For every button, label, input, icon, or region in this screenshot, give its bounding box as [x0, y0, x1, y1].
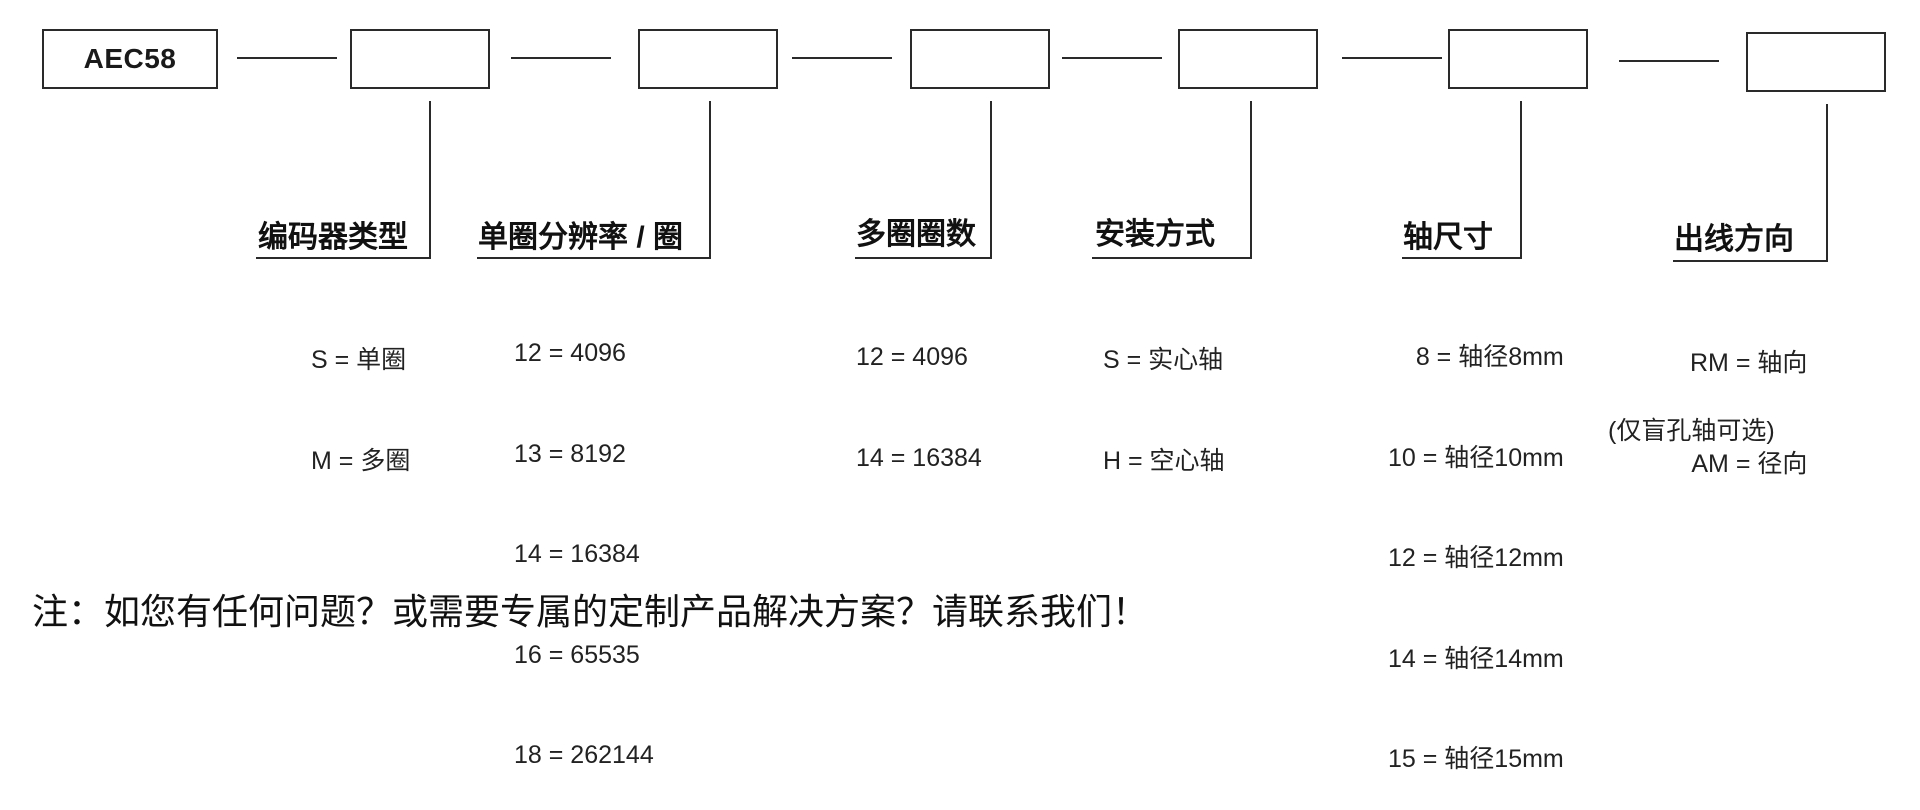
label-underline: [1402, 257, 1522, 259]
options-singleturn-resolution: 12 = 4096 13 = 8192 14 = 16384 16 = 6553…: [514, 270, 654, 806]
option-item: 16 = 65535: [514, 640, 640, 669]
option-item: 15 = 轴径15mm: [1388, 745, 1564, 773]
leader-line: [1520, 101, 1522, 259]
option-item: S = 实心轴: [1103, 346, 1224, 374]
leader-line: [990, 101, 992, 259]
code-slot-singleturn-resolution: [638, 29, 778, 89]
option-item: 8 = 轴径8mm: [1415, 343, 1564, 371]
footer-note: 注：如您有任何问题？或需要专属的定制产品解决方案？请联系我们！: [32, 592, 1149, 633]
connector-line: [511, 57, 611, 59]
options-mounting: S = 实心轴 H = 空心轴: [1103, 277, 1225, 512]
field-label-encoder-type: 编码器类型: [258, 221, 408, 254]
model-prefix-box: AEC58: [42, 29, 218, 89]
option-item: H = 空心轴: [1103, 446, 1225, 475]
code-slot-mounting: [1178, 29, 1318, 89]
model-prefix-text: AEC58: [83, 43, 177, 74]
connector-line: [1342, 57, 1442, 59]
label-underline: [477, 257, 711, 259]
code-slot-shaft-size: [1448, 29, 1588, 89]
label-underline: [256, 257, 431, 259]
option-item: RM = 轴向: [1690, 349, 1808, 377]
shaft-option-note: (仅盲孔轴可选): [1608, 417, 1775, 445]
field-label-multiturn-count: 多圈圈数: [856, 218, 976, 251]
options-encoder-type: S = 单圈 M = 多圈: [311, 277, 410, 512]
option-item: 14 = 16384: [856, 443, 982, 472]
options-multiturn-count: 12 = 4096 14 = 16384: [856, 274, 982, 509]
option-item: 12 = 4096: [856, 343, 968, 371]
connector-line: [792, 57, 892, 59]
field-label-cable-direction: 出线方向: [1674, 223, 1794, 256]
code-slot-encoder-type: [350, 29, 490, 89]
option-item: M = 多圈: [311, 446, 411, 475]
option-item: 12 = 轴径12mm: [1388, 544, 1564, 572]
label-underline: [1673, 260, 1828, 262]
connector-line: [237, 57, 337, 59]
label-underline: [1092, 257, 1252, 259]
field-label-shaft-size: 轴尺寸: [1403, 221, 1493, 254]
leader-line: [1250, 101, 1252, 259]
code-slot-cable-direction: [1746, 32, 1886, 92]
options-cable-direction: RM = 轴向 AM = 径向: [1690, 280, 1807, 515]
options-shaft-size: 8 = 轴径8mm 10 = 轴径10mm 12 = 轴径12mm 14 = 轴…: [1388, 274, 1564, 810]
label-underline: [855, 257, 992, 259]
connector-line: [1062, 57, 1162, 59]
option-item: 12 = 4096: [514, 339, 626, 367]
connector-line: [1619, 60, 1719, 62]
code-slot-multiturn-count: [910, 29, 1050, 89]
option-item: 18 = 262144: [514, 741, 654, 769]
option-item: 14 = 轴径14mm: [1388, 644, 1564, 673]
option-item: S = 单圈: [311, 346, 407, 374]
option-item: AM = 径向: [1691, 449, 1808, 478]
leader-line: [429, 101, 431, 259]
leader-line: [1826, 104, 1828, 262]
option-item: 14 = 16384: [514, 540, 640, 568]
option-item: 10 = 轴径10mm: [1388, 443, 1564, 472]
field-label-singleturn-resolution: 单圈分辨率 / 圈: [478, 221, 684, 254]
field-label-mounting: 安装方式: [1095, 218, 1215, 251]
leader-line: [709, 101, 711, 259]
option-item: 13 = 8192: [514, 439, 626, 468]
